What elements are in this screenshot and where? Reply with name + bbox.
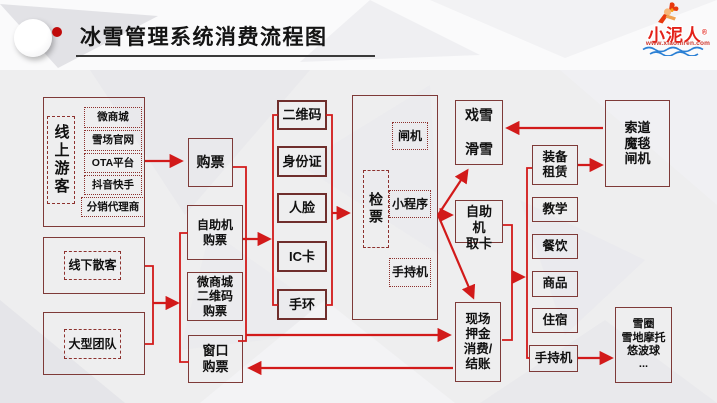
title-underline	[76, 55, 375, 57]
brand-name: 小泥人®	[647, 26, 709, 45]
decorative-circle	[14, 19, 52, 57]
node-catering: 餐饮	[532, 234, 578, 259]
red-bullet-dot	[52, 27, 62, 37]
group-large-team	[43, 312, 145, 375]
node-onsite-pay: 现场 押金 消费/ 结账	[455, 302, 501, 382]
node-qr-code: 二维码	[277, 100, 327, 130]
node-cableway-gate: 索道 魔毯 闸机	[605, 100, 670, 187]
node-ic-card: IC卡	[277, 241, 327, 272]
node-lodging: 住宿	[532, 308, 578, 333]
node-id-card: 身份证	[277, 146, 327, 177]
xiaoniren-logo: 小泥人® www.xiaoniren.com	[641, 2, 715, 56]
node-distributor: 分销代理商	[81, 197, 145, 217]
node-kiosk-ticket: 自助机 购票	[187, 205, 243, 260]
node-window-ticket: 窗口 购票	[188, 335, 243, 383]
mascot-icon	[658, 2, 679, 24]
node-offline-visitor: 线下散客	[64, 251, 121, 280]
node-kiosk-card-pickup: 自助 机 取卡	[455, 200, 503, 251]
page-title: 冰雪管理系统消费流程图	[80, 26, 328, 49]
node-snow-play-ski: 戏雪 滑雪	[455, 100, 503, 165]
node-resort-site: 雪场官网	[84, 130, 142, 151]
node-douyin-kuaishou: 抖音快手	[84, 175, 142, 195]
node-handheld-pos: 手持机	[529, 345, 578, 372]
node-online-visitor: 线上游客	[47, 116, 75, 204]
node-goods: 商品	[532, 271, 578, 297]
node-face: 人脸	[277, 193, 327, 223]
node-gate-machine: 闸机	[392, 122, 428, 150]
node-wristband: 手环	[277, 289, 327, 320]
node-check-ticket: 检票	[363, 170, 389, 248]
node-teaching: 教学	[532, 197, 578, 222]
group-offline-visitor	[43, 237, 145, 294]
node-handheld-check: 手持机	[389, 258, 431, 287]
node-equipment-rental: 装备 租赁	[532, 145, 578, 185]
node-wechat-mall: 微商城	[84, 107, 142, 128]
node-large-team: 大型团队	[64, 329, 121, 359]
node-mall-qr-ticket: 微商城 二维码 购票	[187, 272, 243, 321]
node-buy-ticket: 购票	[188, 138, 233, 187]
node-mini-program: 小程序	[389, 190, 431, 218]
brand-url: www.xiaoniren.com	[645, 40, 711, 47]
node-snow-items: 雪圈 雪地摩托 悠波球 ...	[615, 307, 672, 383]
wave-icon	[642, 46, 704, 56]
group-online-visitors	[43, 97, 145, 227]
node-ota-platform: OTA平台	[84, 153, 142, 173]
